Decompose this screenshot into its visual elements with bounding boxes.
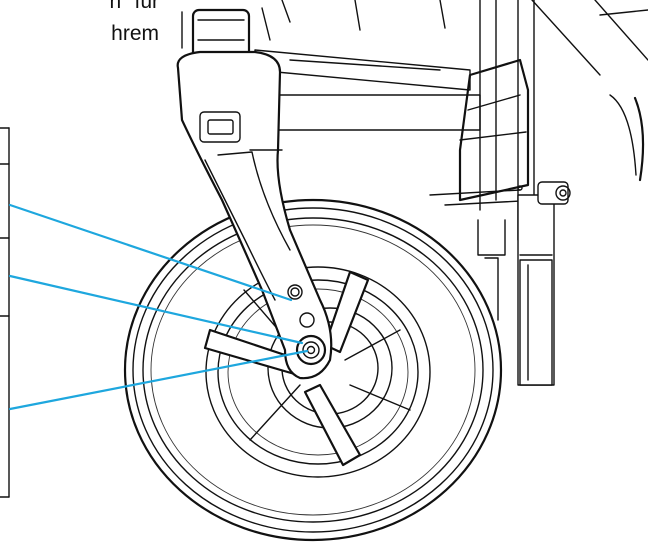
callout-line-3	[8, 349, 309, 411]
wheelchair-frame	[181, 0, 648, 386]
callout-lines	[8, 203, 309, 411]
instruction-text-line-1: n" für	[109, 0, 159, 13]
instruction-text-line-2: hrem	[111, 22, 159, 45]
callout-line-2	[8, 274, 304, 345]
instruction-text: n" für hrem	[0, 0, 175, 60]
callout-line-1	[8, 203, 293, 302]
caster-fork	[176, 8, 333, 380]
label-table	[0, 127, 10, 498]
